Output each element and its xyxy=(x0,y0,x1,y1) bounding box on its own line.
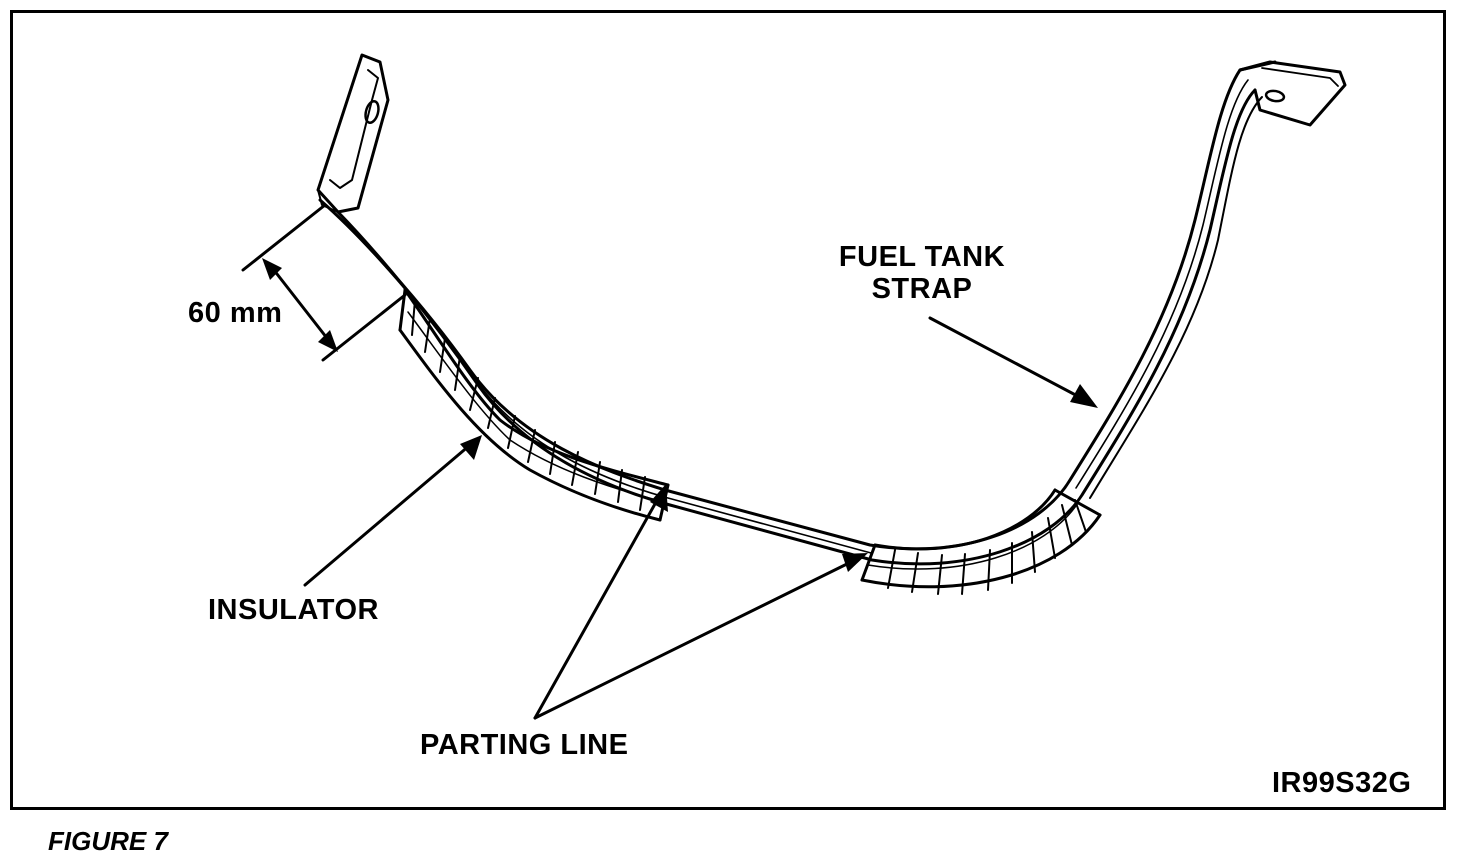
parting-line-label: PARTING LINE xyxy=(420,729,629,761)
leader-parting-line-left xyxy=(533,493,662,720)
figure-frame xyxy=(10,10,1446,810)
leader-insulator xyxy=(303,443,472,587)
arrowhead-parting-line-right xyxy=(842,553,868,572)
strap-body xyxy=(318,60,1277,566)
leader-fuel-tank-strap xyxy=(928,316,1087,402)
arrowhead-parting-line-left xyxy=(650,484,668,512)
insulator-label: INSULATOR xyxy=(208,594,379,626)
figure-caption: FIGURE 7 xyxy=(48,826,168,856)
figure-code-label: IR99S32G xyxy=(1272,767,1412,799)
arrowhead-fuel-tank-strap xyxy=(1070,384,1098,408)
arrowhead-dim-bottom xyxy=(318,330,338,352)
fuel-tank-strap-label-line2: STRAP xyxy=(871,272,973,305)
right-insulator xyxy=(860,488,1102,595)
fuel-tank-strap-label-line1: FUEL TANK xyxy=(838,241,1006,273)
left-mounting-tab xyxy=(316,53,390,214)
left-insulator xyxy=(398,288,670,522)
dimension-label: 60 mm xyxy=(188,297,283,329)
right-mounting-tab xyxy=(1238,60,1347,127)
arrowhead-insulator xyxy=(460,435,482,460)
fuel-tank-strap-label: FUEL TANK STRAP xyxy=(832,241,1012,306)
arrowhead-dim-top xyxy=(262,258,282,280)
leader-parting-line-right xyxy=(533,558,857,720)
